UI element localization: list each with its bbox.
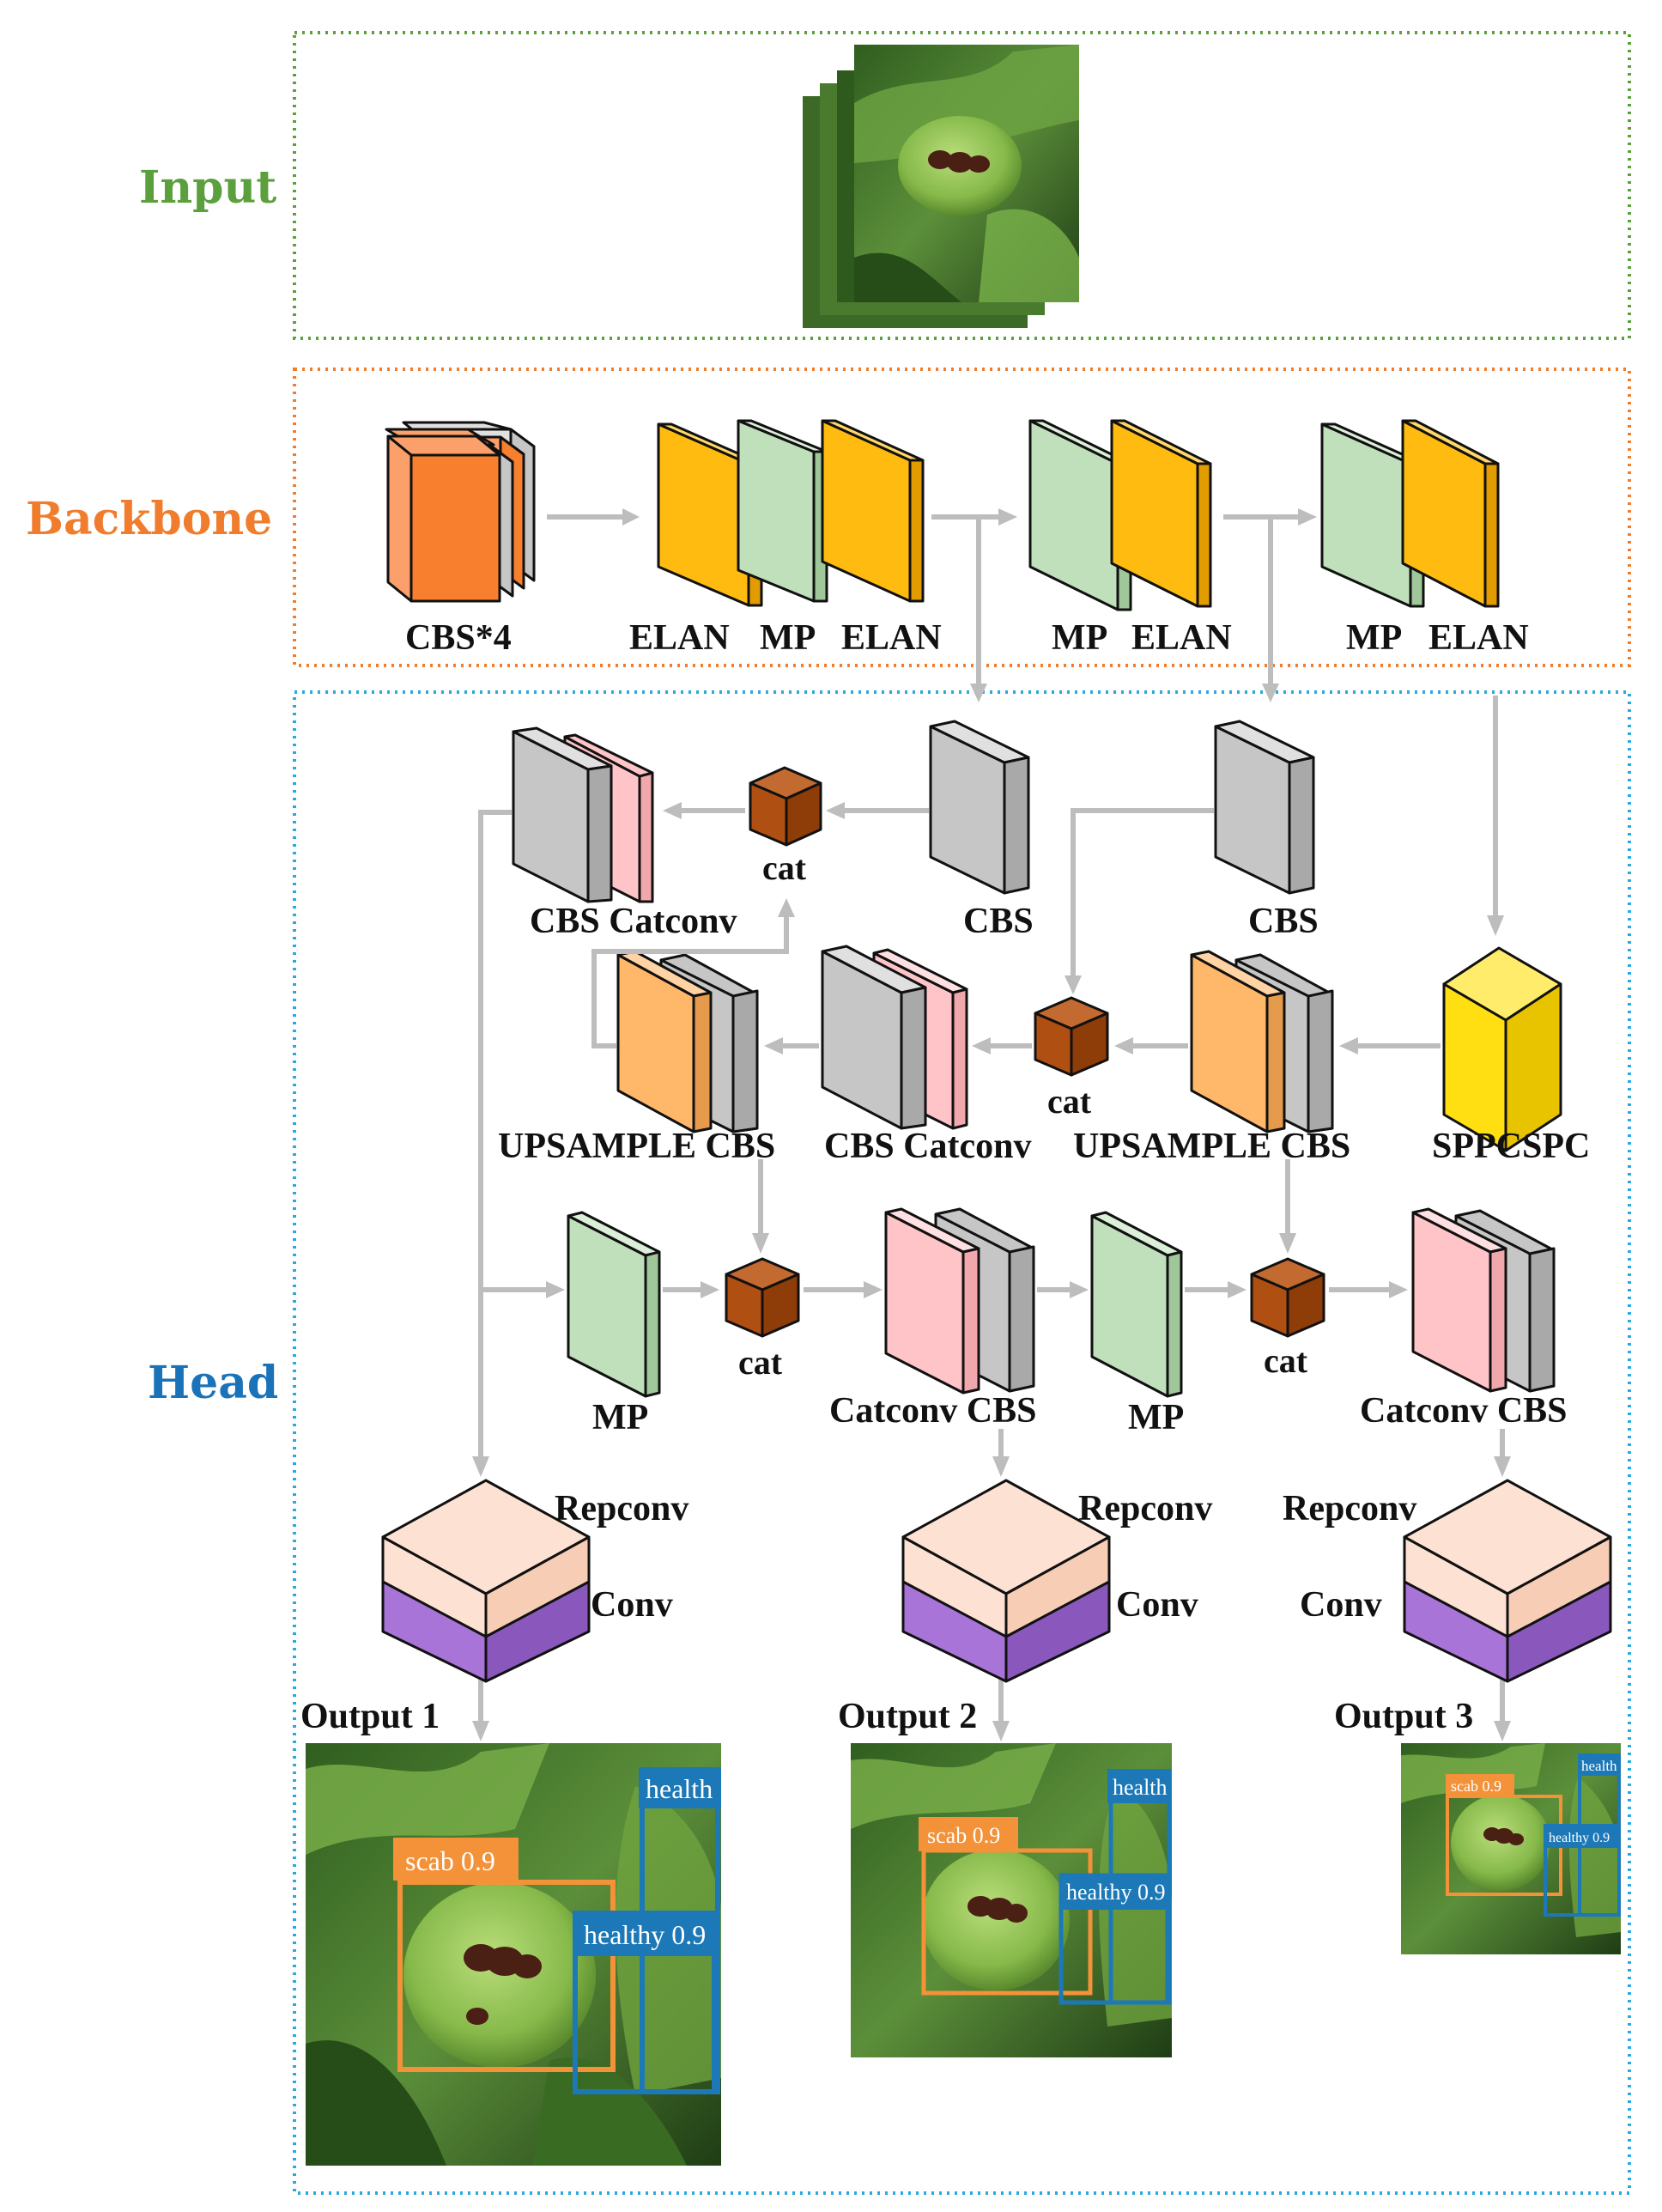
det-health-1: health xyxy=(646,1773,713,1804)
label-repconv-2: Repconv xyxy=(1078,1489,1212,1528)
elan-block-3 xyxy=(1110,419,1212,608)
label-output-2: Output 2 xyxy=(838,1697,977,1736)
det-healthy-2: healthy 0.9 xyxy=(1066,1880,1166,1905)
label-catconv-cbs-1: Catconv CBS xyxy=(829,1391,1037,1431)
cat-cube-4 xyxy=(1250,1257,1325,1338)
label-cat-2: cat xyxy=(1047,1082,1092,1121)
elan-block-2 xyxy=(821,419,925,603)
label-cbs-catconv-top: CBS Catconv xyxy=(530,902,737,941)
catconv-cbs-block-2 xyxy=(1411,1207,1556,1393)
label-repconv-1: Repconv xyxy=(555,1489,688,1528)
output-image-3: scab 0.9 health healthy 0.9 xyxy=(1401,1743,1621,1954)
label-output-3: Output 3 xyxy=(1334,1697,1473,1736)
mp-block-head-2 xyxy=(1090,1211,1183,1398)
label-conv-2: Conv xyxy=(1116,1585,1198,1625)
repconv-conv-block-3 xyxy=(1403,1479,1612,1683)
label-mp-head-1: MP xyxy=(592,1398,648,1437)
backbone-arrows xyxy=(547,508,1504,936)
backbone-section-frame xyxy=(293,368,1631,667)
output-image-2: scab 0.9 health healthy 0.9 xyxy=(851,1743,1172,2057)
cbs-block-head-top xyxy=(512,726,654,903)
label-cat-3: cat xyxy=(738,1343,783,1382)
det-healthy-3: healthy 0.9 xyxy=(1549,1831,1610,1845)
cbs4-block xyxy=(385,421,536,603)
cat-cube-2 xyxy=(1034,996,1109,1077)
head-arrows xyxy=(472,802,1511,1741)
repconv-conv-block-1 xyxy=(381,1479,591,1683)
label-cbs-head-2: CBS xyxy=(963,902,1034,941)
mp-block-1 xyxy=(737,419,828,603)
det-scab-3: scab 0.9 xyxy=(1451,1778,1501,1795)
det-scab-1: scab 0.9 xyxy=(405,1845,495,1876)
label-elan-3: ELAN xyxy=(1131,618,1232,658)
label-upsample-cbs-right: UPSAMPLE CBS xyxy=(1073,1127,1350,1166)
label-cbs-catconv-mid: CBS Catconv xyxy=(824,1127,1032,1166)
cbs-block-head-2 xyxy=(929,720,1030,895)
mp-block-head-1 xyxy=(567,1211,661,1398)
sppcspc-block xyxy=(1442,946,1562,1152)
cbs-catconv-block-mid xyxy=(821,945,968,1130)
elan-block-4 xyxy=(1401,419,1500,608)
output-image-1: scab 0.9 health healthy 0.9 xyxy=(306,1743,721,2166)
det-health-3: health xyxy=(1581,1758,1617,1774)
upsample-cbs-block-right xyxy=(1190,950,1334,1133)
label-elan-1: ELAN xyxy=(629,618,730,658)
upsample-cbs-block-left xyxy=(616,950,759,1133)
label-output-1: Output 1 xyxy=(300,1697,440,1736)
cbs-block-head-3 xyxy=(1214,720,1315,895)
input-section-label: Input xyxy=(139,161,276,214)
backbone-section-label: Backbone xyxy=(26,493,272,545)
label-elan-2: ELAN xyxy=(841,618,942,658)
label-mp-head-2: MP xyxy=(1128,1398,1184,1437)
repconv-conv-block-2 xyxy=(901,1479,1111,1683)
label-conv-1: Conv xyxy=(591,1585,673,1625)
label-cat-1: cat xyxy=(762,848,807,887)
cat-cube-1 xyxy=(749,766,822,847)
label-elan-4: ELAN xyxy=(1428,618,1529,658)
head-section-label: Head xyxy=(148,1357,278,1409)
label-cbs4: CBS*4 xyxy=(405,618,512,658)
label-cat-4: cat xyxy=(1264,1341,1308,1380)
label-sppcspc: SPPCSPC xyxy=(1432,1127,1590,1166)
label-conv-3: Conv xyxy=(1300,1585,1382,1625)
catconv-cbs-block-1 xyxy=(884,1207,1035,1395)
label-repconv-3: Repconv xyxy=(1283,1489,1416,1528)
label-mp-2: MP xyxy=(1052,618,1107,658)
label-mp-3: MP xyxy=(1346,618,1402,658)
label-upsample-cbs-left: UPSAMPLE CBS xyxy=(498,1127,775,1166)
input-image-stack xyxy=(803,45,1079,328)
det-healthy-1: healthy 0.9 xyxy=(584,1919,706,1950)
cat-cube-3 xyxy=(725,1257,800,1338)
det-health-2: health xyxy=(1113,1775,1168,1800)
label-catconv-cbs-2: Catconv CBS xyxy=(1360,1391,1568,1431)
label-mp-1: MP xyxy=(760,618,816,658)
label-cbs-head-3: CBS xyxy=(1248,902,1319,941)
det-scab-2: scab 0.9 xyxy=(927,1823,1000,1848)
